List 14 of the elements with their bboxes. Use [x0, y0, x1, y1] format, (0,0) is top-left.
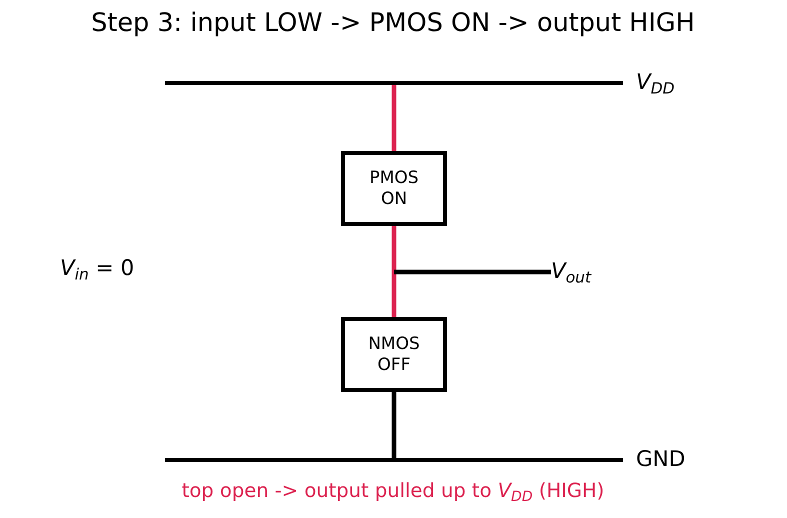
input-label: V$_{in}$ = 0 [60, 256, 134, 282]
output-label: V$_{out}$ [551, 259, 592, 285]
rail-label: GND [636, 447, 686, 473]
transistor-label: PMOS ON [368, 168, 420, 209]
wire-line [392, 226, 396, 317]
caption-text: top open -> output pulled up to V$_{DD}$ (HIGH) [182, 479, 604, 502]
transistor-box [341, 317, 447, 392]
rail-label: V$_{DD}$ [636, 70, 675, 96]
wire-line [394, 270, 551, 274]
transistor-box [341, 151, 447, 226]
wire-line [392, 392, 396, 458]
diagram-title: Step 3: input LOW -> PMOS ON -> output HIGH [91, 8, 695, 39]
wire-line [392, 85, 396, 151]
transistor-label: NMOS OFF [367, 334, 421, 375]
